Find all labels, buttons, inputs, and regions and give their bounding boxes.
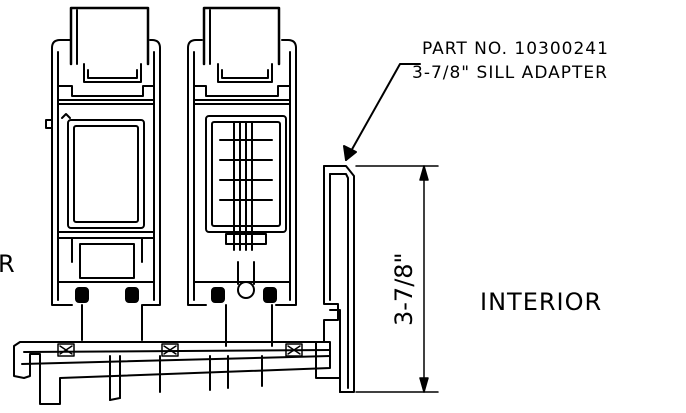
callout-description: 3-7/8" SILL ADAPTER [412, 63, 608, 83]
callout-leader [343, 63, 421, 161]
right-sash-profile [187, 6, 297, 306]
callout-part-number: PART NO. 10300241 [422, 39, 609, 59]
interior-label: INTERIOR [480, 288, 602, 316]
dimension-lines [355, 165, 439, 393]
sill-adapter-profile [323, 165, 355, 393]
weatherstrip-pads [75, 287, 277, 303]
left-sash-profile [45, 6, 161, 306]
dimension-label: 3-7/8" [390, 252, 418, 326]
exterior-label: R [0, 250, 15, 278]
